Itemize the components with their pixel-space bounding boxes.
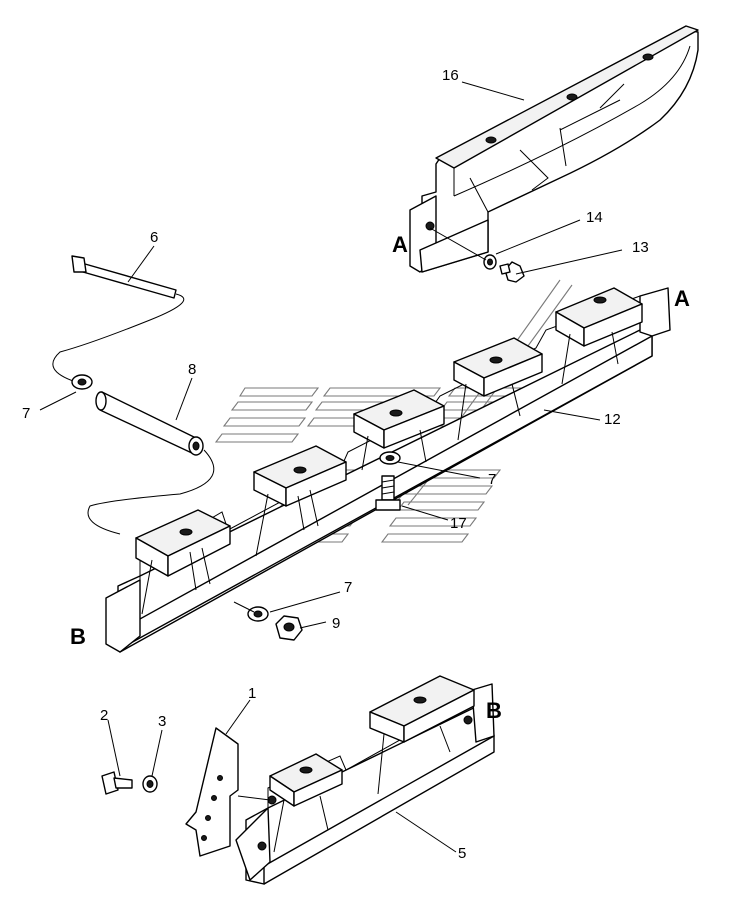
- part-7-washer-middle: [379, 451, 401, 465]
- label-5: 5: [458, 845, 466, 862]
- part-6-long-bolt: [71, 255, 177, 299]
- marker-b-right: B: [486, 698, 502, 723]
- part-14-washer: [483, 254, 497, 270]
- marker-b-left: B: [70, 624, 86, 649]
- part-7-washer-lower: [247, 606, 269, 622]
- part-5-lower-guide-segment: [235, 675, 495, 885]
- part-number-labels: 16 14 13 6 8 7 12 7 17 7 9 1 2 3 5: [22, 67, 649, 862]
- part-16-upper-guide-segment: [409, 25, 699, 273]
- label-7-left: 7: [22, 405, 30, 422]
- part-2-bolt: [101, 771, 133, 795]
- part-9-nut: [275, 615, 303, 641]
- label-17: 17: [450, 515, 467, 532]
- label-3: 3: [158, 713, 166, 730]
- label-2: 2: [100, 707, 108, 724]
- part-13-bolt: [499, 261, 525, 283]
- part-7-washer-left: [71, 374, 93, 390]
- label-14: 14: [586, 209, 603, 226]
- marker-a-right: A: [674, 286, 690, 311]
- part-1-wear-plate: [185, 727, 239, 857]
- label-16: 16: [442, 67, 459, 84]
- label-7-middle: 7: [488, 471, 496, 488]
- label-12: 12: [604, 411, 621, 428]
- label-13: 13: [632, 239, 649, 256]
- leader-lines: [39, 81, 623, 853]
- label-7-lower: 7: [344, 579, 352, 596]
- part-12-middle-guide-segment: [105, 287, 671, 653]
- label-8: 8: [188, 361, 196, 378]
- part-17-bolt: [375, 475, 401, 511]
- marker-a-left: A: [392, 232, 408, 257]
- connection-markers: A A B B: [70, 232, 690, 723]
- part-3-washer: [142, 775, 158, 793]
- part-8-sleeve: [95, 391, 204, 456]
- label-1: 1: [248, 685, 256, 702]
- label-9: 9: [332, 615, 340, 632]
- label-6: 6: [150, 229, 158, 246]
